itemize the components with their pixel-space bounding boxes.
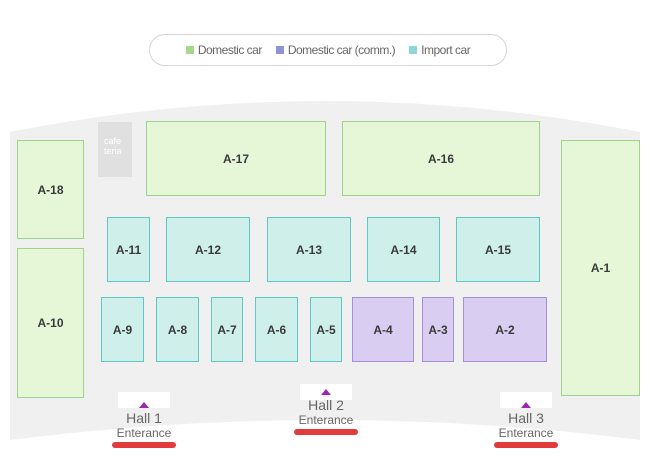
booth-a5[interactable]: A-5 [310,297,342,362]
booth-a5-label: A-5 [316,322,336,337]
booth-a11-label: A-11 [115,242,142,257]
legend-domestic-label: Domestic car [197,43,263,57]
booth-a4-label: A-4 [373,322,393,337]
cafeteria-label-1: cafe [104,136,122,146]
domestic-swatch [185,46,194,54]
cafeteria: cafe teria [98,122,132,177]
booth-a10[interactable]: A-10 [17,248,84,398]
booth-a12-label: A-12 [194,242,221,257]
legend-domestic: Domestic car [185,43,263,57]
legend: Domestic car Domestic car (comm.) Import… [149,34,507,66]
booth-a2[interactable]: A-2 [463,297,547,362]
hall-1-entrance[interactable]: Hall 1 Enterance [99,402,189,448]
booth-a1-label: A-1 [590,261,611,275]
legend-commercial: Domestic car (comm.) [275,43,396,57]
legend-import-label: Import car [421,43,471,57]
legend-import: Import car [409,43,471,57]
booth-a14[interactable]: A-14 [367,217,440,282]
booth-a9-label: A-9 [112,322,133,337]
booth-a3-label: A-3 [428,322,448,337]
booth-a16-label: A-16 [427,151,454,166]
booth-a13[interactable]: A-13 [267,217,351,282]
booth-a11[interactable]: A-11 [107,217,150,282]
booth-a16[interactable]: A-16 [342,121,540,196]
hall-3-door [500,392,552,408]
booth-a13-label: A-13 [295,242,322,257]
booth-a3[interactable]: A-3 [422,297,454,362]
booth-a2-label: A-2 [495,322,515,337]
hall-2-sub: Enterance [298,413,354,427]
hall-1-name: Hall 1 [126,410,162,426]
hall-1-door [118,392,170,408]
booth-a6-label: A-6 [266,322,287,337]
hall-1-highlight [112,442,176,448]
booth-a15-label: A-15 [484,242,511,257]
booth-a1[interactable]: A-1 [561,140,640,396]
booth-a14-label: A-14 [390,242,417,257]
legend-commercial-label: Domestic car (comm.) [287,43,396,57]
booth-a18[interactable]: A-18 [17,140,84,239]
import-swatch [409,46,418,54]
booth-a17-label: A-17 [222,151,249,166]
hall-3-highlight [494,442,558,448]
booth-a6[interactable]: A-6 [255,297,298,362]
booth-a12[interactable]: A-12 [166,217,250,282]
booth-a7[interactable]: A-7 [211,297,243,362]
booth-a10-label: A-10 [37,316,64,330]
hall-3-name: Hall 3 [508,410,544,426]
hall-2-entrance[interactable]: Hall 2 Enterance [281,389,371,435]
up-arrow-icon [139,402,149,408]
booth-a4[interactable]: A-4 [352,297,414,362]
up-arrow-icon [521,402,531,408]
hall-3-sub: Enterance [498,426,554,440]
cafeteria-label-2: teria [104,146,122,156]
booth-a8-label: A-8 [167,322,188,337]
booth-a7-label: A-7 [217,322,237,337]
hall-1-sub: Enterance [116,426,172,440]
booth-a17[interactable]: A-17 [146,121,326,196]
booth-a15[interactable]: A-15 [456,217,540,282]
booth-a8[interactable]: A-8 [156,297,199,362]
hall-2-highlight [294,429,358,435]
hall-3-entrance[interactable]: Hall 3 Enterance [481,402,571,448]
up-arrow-icon [321,389,331,395]
commercial-swatch [275,46,284,54]
booth-a18-label: A-18 [37,182,64,197]
booth-a9[interactable]: A-9 [101,297,144,362]
hall-2-name: Hall 2 [308,397,344,413]
